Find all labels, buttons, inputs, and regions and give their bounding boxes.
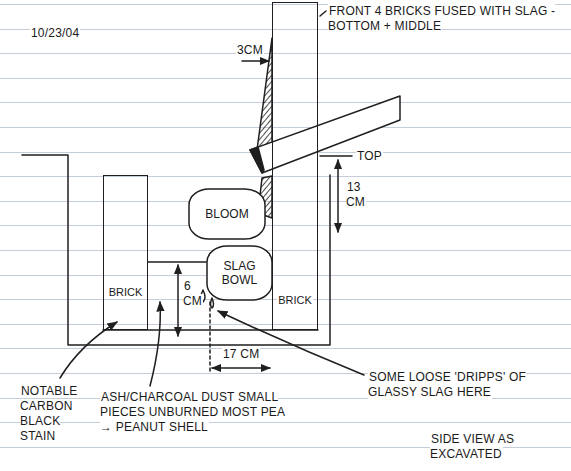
leader-line	[320, 155, 352, 157]
callout-note: ASH/CHARCOAL DUST SMALL PIECES UNBURNED …	[100, 390, 290, 435]
tuyere-tip	[250, 147, 264, 173]
slag-bowl: SLAG BOWL	[206, 245, 273, 301]
callout-note: SOME LOOSE 'DRIPPS' OF GLASSY SLAG HERE	[368, 370, 540, 400]
node-text: BRICK	[277, 293, 313, 307]
ruled-line	[0, 29, 571, 30]
dimension-arrow	[337, 160, 339, 232]
label-text: 3CM	[236, 43, 264, 57]
ruled-line	[0, 201, 571, 202]
dimension-label: TOP	[356, 149, 396, 164]
label-text: SIDE VIEW AS EXCAVATED	[430, 432, 514, 461]
leader-line	[320, 11, 326, 16]
charcoal-layer-top	[148, 261, 206, 263]
dimension-arrow	[242, 60, 269, 62]
label-text: TOP	[356, 149, 383, 163]
label-text: 13 CM	[346, 180, 366, 209]
ruled-line	[0, 78, 571, 79]
leader-line	[218, 311, 364, 375]
node-text: SLAG BOWL	[210, 259, 269, 287]
dimension-label: 13 CM	[346, 180, 370, 210]
ruled-line	[0, 176, 571, 177]
dimension-label: 6 CM	[183, 279, 205, 309]
slag-drip	[211, 298, 214, 308]
brick-column: BRICK	[272, 2, 318, 330]
label-text: 17 CM	[222, 347, 260, 361]
label-text: NOTABLE CARBON BLACK STAIN	[20, 384, 78, 443]
date-note: 10/23/04	[30, 26, 110, 41]
label-text: 6 CM	[183, 279, 203, 308]
node-text: BLOOM	[204, 207, 249, 221]
ruled-line	[0, 348, 571, 349]
ruled-line	[0, 250, 571, 251]
annotation-note: FRONT 4 BRICKS FUSED WITH SLAG - BOTTOM …	[328, 4, 564, 34]
brick-column: BRICK	[103, 175, 148, 330]
pit-outline	[22, 155, 330, 345]
label-text: SOME LOOSE 'DRIPPS' OF GLASSY SLAG HERE	[368, 370, 526, 399]
ruled-line	[0, 102, 571, 103]
dimension-label: 3CM	[236, 43, 276, 58]
dimension-label: 17 CM	[222, 347, 272, 362]
ruled-lines	[0, 5, 571, 448]
ruled-line	[0, 225, 571, 226]
blob-outline	[207, 246, 272, 300]
label-text: 10/23/04	[30, 26, 80, 40]
ruled-line	[0, 127, 571, 128]
node-text: BRICK	[108, 285, 144, 299]
bloom-mass: BLOOM	[188, 188, 266, 240]
label-text: FRONT 4 BRICKS FUSED WITH SLAG - BOTTOM …	[328, 4, 555, 33]
dimension-guide	[209, 302, 211, 374]
blob-outline	[189, 189, 265, 239]
callout-note: NOTABLE CARBON BLACK STAIN	[20, 384, 84, 444]
ruled-line	[0, 422, 571, 423]
dimension-arrow	[177, 265, 179, 336]
ruled-line	[0, 275, 571, 276]
ruled-line	[0, 53, 571, 54]
dimension-arrow	[212, 367, 270, 369]
label-text: ASH/CHARCOAL DUST SMALL PIECES UNBURNED …	[100, 390, 285, 434]
leader-line	[60, 322, 117, 378]
ruled-line	[0, 324, 571, 325]
view-caption: SIDE VIEW AS EXCAVATED	[430, 432, 534, 462]
leader-line	[150, 302, 160, 386]
